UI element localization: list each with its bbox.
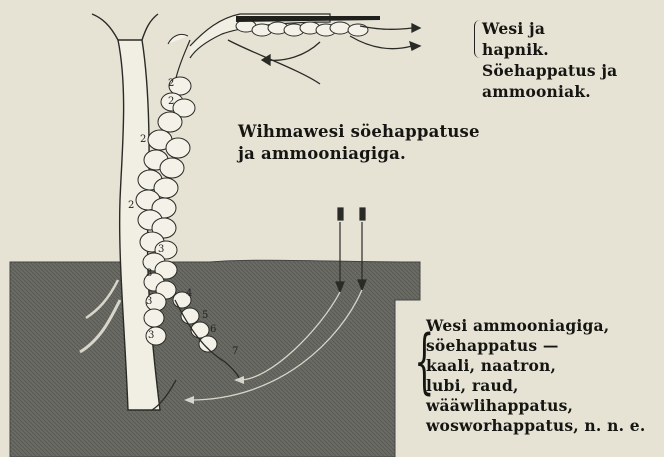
cell-number: 2 <box>168 96 174 107</box>
cell-number: 7 <box>232 346 238 357</box>
cell-number: 2 <box>128 200 134 211</box>
cell-number: 5 <box>202 310 208 321</box>
stem-left-branch <box>92 14 118 40</box>
soil-region <box>10 260 420 457</box>
cell-number: 3 <box>146 296 152 307</box>
cell-number: 2 <box>140 134 146 145</box>
label-water-oxygen: Wesi ja hapnik. Söehappatus ja ammooniak… <box>482 18 617 102</box>
brace-icon <box>474 20 481 58</box>
label-soil-water: { Wesi ammooniagiga, söehappatus — kaali… <box>426 316 645 436</box>
cell-number: 3 <box>148 330 154 341</box>
label-rainwater: Wihmawesi söehappatuse ja ammooniagiga. <box>238 121 480 165</box>
brace-icon: { <box>414 326 434 396</box>
cell-number: 4 <box>186 288 192 299</box>
cell-number: 2 <box>168 78 174 89</box>
cell-number: 3 <box>146 268 152 279</box>
cell-number: 6 <box>210 324 216 335</box>
cell-number: 3 <box>158 244 164 255</box>
